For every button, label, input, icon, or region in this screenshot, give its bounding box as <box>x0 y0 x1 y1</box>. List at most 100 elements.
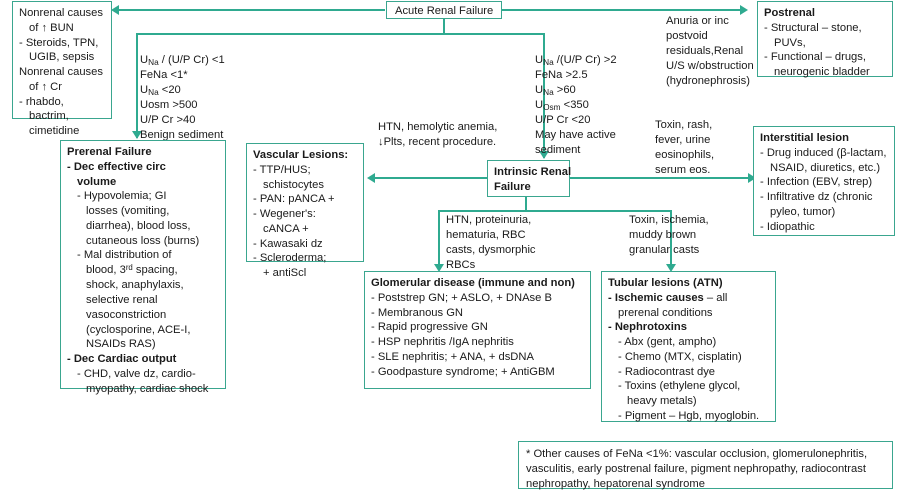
edge-to-prerenal <box>136 33 138 138</box>
node-nonrenal-causes[interactable]: Nonrenal causes of ↑ BUN - Steroids, TPN… <box>12 1 112 137</box>
interstitial-item-2: - Infection (EBV, strep) <box>760 176 873 189</box>
label-tubular-edge: Toxin, ischemia, muddy brown granular ca… <box>629 213 749 258</box>
intrinsic-criteria-line-1: UNa /(U/P Cr) >2 <box>535 54 617 67</box>
tubular-item-2f: - Pigment – Hgb, myoglobin. <box>618 410 760 423</box>
prerenal-failure-b2g: NSAIDs RAS) <box>86 338 156 351</box>
glomerular-edge-line-2: hematuria, RBC <box>446 229 526 241</box>
postrenal-item-1b: PUVs, <box>774 36 806 49</box>
postrenal-item-2: - Functional – drugs, <box>764 51 866 64</box>
intrinsic-criteria-line-6: May have active <box>535 129 616 141</box>
interstitial-item-3b: pyleo, tumor) <box>770 205 836 218</box>
interstitial-edge-line-4: serum eos. <box>655 164 711 176</box>
arrowhead-to-prerenal <box>131 131 142 139</box>
prerenal-failure-b2e: vasoconstriction <box>86 308 167 321</box>
intrinsic-line-1: Intrinsic Renal <box>494 166 572 178</box>
edge-root-to-postrenal <box>502 9 740 11</box>
intrinsic-criteria-line-3: UNa >60 <box>535 84 576 97</box>
glomerular-edge-line-1: HTN, proteinuria, <box>446 214 532 226</box>
acute-renal-failure-label: Acute Renal Failure <box>395 5 494 17</box>
glomerular-edge-line-3: casts, dysmorphic <box>446 244 536 256</box>
interstitial-item-3: - Infiltrative dz (chronic <box>760 191 873 204</box>
vascular-item-3: - Wegener's: <box>253 208 316 221</box>
postrenal-item-1: - Structural – stone, <box>764 21 862 34</box>
edge-intrinsic-stem <box>525 197 527 210</box>
vascular-edge-line-1: HTN, hemolytic anemia, <box>378 121 498 133</box>
label-intrinsic-criteria: UNa /(U/P Cr) >2 FeNa >2.5 UNa >60 UOsm … <box>535 53 735 158</box>
vascular-item-3b: cANCA + <box>263 222 309 235</box>
node-postrenal[interactable]: Postrenal - Structural – stone, PUVs, - … <box>757 1 893 79</box>
node-footnote: * Other causes of FeNa <1%: vascular occ… <box>518 441 893 490</box>
tubular-item-2c: - Radiocontrast dye <box>618 365 716 378</box>
edge-root-to-nonrenal <box>118 9 385 11</box>
postrenal-item-2b: neurogenic bladder <box>774 66 870 79</box>
tubular-edge-line-2: muddy brown <box>629 229 697 241</box>
prerenal-failure-b3b: myopathy, cardiac shock <box>86 382 209 395</box>
arrowhead-to-postrenal <box>740 4 748 15</box>
arrowhead-to-vascular <box>367 172 375 183</box>
footnote-line-1: * Other causes of FeNa <1%: vascular occ… <box>526 448 868 460</box>
node-interstitial-lesion[interactable]: Interstitial lesion - Drug induced (β-la… <box>753 126 895 236</box>
prerenal-criteria-line-2: FeNa <1* <box>140 69 188 81</box>
interstitial-edge-line-3: eosinophils, <box>655 149 715 161</box>
interstitial-edge-line-2: fever, urine <box>655 134 711 146</box>
node-acute-renal-failure[interactable]: Acute Renal Failure <box>386 1 502 19</box>
prerenal-criteria-line-1: UNa / (U/P Cr) <1 <box>140 54 225 67</box>
glomerular-item-6: - Goodpasture syndrome; + AntiGBM <box>371 365 555 378</box>
node-tubular-lesions[interactable]: Tubular lesions (ATN) - Ischemic causes … <box>601 271 776 422</box>
prerenal-failure-b2: - Mal distribution of <box>77 249 172 262</box>
prerenal-failure-b3: - CHD, valve dz, cardio- <box>77 367 196 380</box>
prerenal-failure-b1: - Hypovolemia; GI <box>77 190 167 203</box>
intrinsic-criteria-line-4: UOsm <350 <box>535 99 589 112</box>
node-prerenal-failure[interactable]: Prerenal Failure - Dec effective circ vo… <box>60 140 226 395</box>
label-interstitial-edge: Toxin, rash, fever, urine eosinophils, s… <box>655 118 745 178</box>
tubular-edge-line-3: granular casts <box>629 244 700 256</box>
postrenal-criteria-line-1: Anuria or inc <box>666 15 729 27</box>
glomerular-item-5: - SLE nephritis; + ANA, + dsDNA <box>371 350 534 363</box>
postrenal-header: Postrenal <box>764 7 815 19</box>
edge-root-stem <box>443 19 445 33</box>
node-intrinsic-renal-failure[interactable]: Intrinsic Renal Failure <box>487 160 572 197</box>
tubular-item-2: - Nephrotoxins <box>608 321 687 334</box>
postrenal-criteria-line-2: postvoid <box>666 30 708 42</box>
edge-to-glomerular <box>438 210 440 270</box>
postrenal-criteria-line-4: U/S w/obstruction <box>666 60 754 72</box>
label-vascular-edge: HTN, hemolytic anemia, ↓Plts, recent pro… <box>378 120 538 150</box>
node-glomerular-disease[interactable]: Glomerular disease (immune and non) - Po… <box>364 271 591 389</box>
interstitial-edge-line-1: Toxin, rash, <box>655 119 713 131</box>
node-vascular-lesions[interactable]: Vascular Lesions: - TTP/HUS; schistocyte… <box>246 143 364 279</box>
glomerular-header: Glomerular disease (immune and non) <box>371 277 575 289</box>
tubular-item-2a: - Abx (gent, ampho) <box>618 336 717 349</box>
arrowhead-to-nonrenal <box>111 4 119 15</box>
edge-to-intrinsic <box>543 33 545 158</box>
prerenal-failure-b1b: losses (vomiting, <box>86 205 170 218</box>
vascular-item-2: - PAN: pANCA + <box>253 193 335 206</box>
prerenal-criteria-line-3: UNa <20 <box>140 84 181 97</box>
intrinsic-line-2: Failure <box>494 180 531 193</box>
vascular-edge-line-2: ↓Plts, recent procedure. <box>378 136 497 148</box>
prerenal-failure-b1d: cutaneous loss (burns) <box>86 234 200 247</box>
glomerular-item-1: - Poststrep GN; + ASLO, + DNAse B <box>371 291 552 304</box>
tubular-item-2b: - Chemo (MTX, cisplatin) <box>618 350 742 363</box>
intrinsic-criteria-line-7: sediment <box>535 144 581 156</box>
prerenal-failure-sub-2: - Dec Cardiac output <box>67 353 177 366</box>
tubular-item-1: - Ischemic causes – all <box>608 291 728 304</box>
label-postrenal-criteria: Anuria or inc postvoid residuals,Renal U… <box>666 14 776 89</box>
nonrenal-line-7: - rhabdo, bactrim, <box>19 95 69 123</box>
tubular-header: Tubular lesions (ATN) <box>608 277 723 289</box>
interstitial-item-1: - Drug induced (β-lactam, <box>760 146 887 159</box>
footnote-line-2: vasculitis, early postrenal failure, pig… <box>526 462 866 475</box>
interstitial-item-1b: NSAID, diuretics, etc.) <box>770 161 881 174</box>
nonrenal-line-8: cimetidine <box>29 125 80 138</box>
arrowhead-to-interstitial <box>748 172 756 183</box>
tubular-edge-line-1: Toxin, ischemia, <box>629 214 709 226</box>
glomerular-edge-line-4: RBCs <box>446 259 476 271</box>
vascular-item-5b: + antiScl <box>263 267 307 280</box>
interstitial-header: Interstitial lesion <box>760 132 849 144</box>
footnote-line-3: nephropathy, hepatorenal syndrome <box>526 477 705 490</box>
nonrenal-line-1: Nonrenal causes <box>19 7 103 19</box>
postrenal-criteria-line-3: residuals,Renal <box>666 45 744 57</box>
arrowhead-to-glomerular <box>433 264 444 272</box>
edge-intrinsic-to-vascular <box>374 177 487 179</box>
intrinsic-criteria-line-5: U/P Cr <20 <box>535 114 591 126</box>
